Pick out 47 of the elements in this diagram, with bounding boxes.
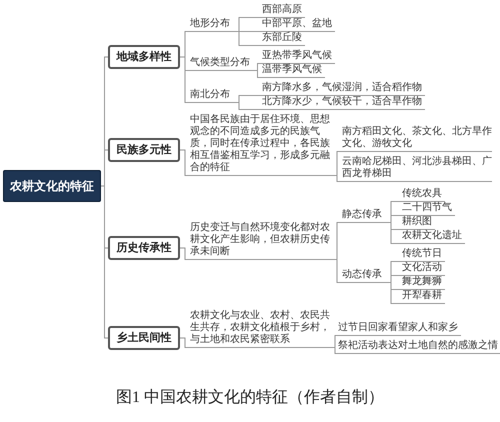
- topic-text: 南方稻田文化、茶文化、北方旱作文化、游牧文化: [342, 126, 492, 152]
- topic-text: 开犁春耕: [402, 290, 445, 304]
- topic-text: 中部平原、盆地: [262, 18, 335, 32]
- topic-text: 耕织图: [402, 216, 435, 230]
- topic-text: 舞龙舞狮: [402, 276, 445, 290]
- topic-text: 传统农具: [402, 188, 445, 202]
- branch-node-box: 民族多元性: [108, 138, 180, 162]
- connector-line: [332, 259, 342, 283]
- topic-text: 文化活动: [402, 262, 445, 276]
- figure-caption: 图1 中国农耕文化的特征（作者自制）: [115, 388, 385, 408]
- connector-line: [384, 282, 402, 304]
- topic-text: 历史变迁与自然环境变化都对农耕文化产生影响，但农耕历史传承未间断: [190, 222, 332, 260]
- topic-text: 亚热带季风气候: [262, 50, 335, 64]
- root-node-box: 农耕文化的特征: [3, 170, 101, 202]
- topic-text: 过节日回家看望家人和家乡: [338, 322, 461, 336]
- topic-text: 南北分布: [190, 89, 233, 103]
- branch-node-box: 地域多样性: [108, 45, 180, 69]
- topic-text: 气候类型分布: [190, 57, 253, 71]
- connector-line: [232, 102, 262, 110]
- connector-line: [232, 31, 262, 46]
- connector-line: [180, 248, 190, 260]
- topic-text: 北方降水少，气候较干，适合旱作物: [262, 96, 425, 110]
- branch-node-box: 乡土民间性: [108, 326, 180, 350]
- topic-text: 农耕文化与农业、农村、农民共生共存，农耕文化植根于乡村，与土地和农民紧密联系: [190, 310, 332, 348]
- topic-text: 祭祀活动表达对土地自然的感激之情: [338, 340, 500, 354]
- topic-text: 地形分布: [190, 18, 233, 32]
- topic-text: 温带季风气候: [262, 64, 325, 78]
- topic-text: 农耕文化遗址: [402, 230, 465, 244]
- topic-text: 东部丘陵: [262, 32, 305, 46]
- connector-line: [332, 175, 342, 182]
- topic-text: 二十四节气: [402, 202, 455, 216]
- connector-line: [252, 70, 262, 78]
- topic-text: 云南哈尼梯田、河北涉县梯田、广西龙脊梯田: [342, 156, 492, 182]
- connector-line: [332, 347, 338, 354]
- connector-line: [180, 338, 190, 348]
- topic-text: 传统节日: [402, 248, 445, 262]
- connector-line: [384, 222, 402, 244]
- topic-text: 南方降水多，气候湿润，适合稻作物: [262, 82, 425, 96]
- connector-line: [180, 56, 190, 103]
- topic-text: 静态传承: [342, 209, 385, 223]
- topic-text: 动态传承: [342, 269, 385, 283]
- branch-node-box: 历史传承性: [108, 236, 180, 260]
- connector-line: [100, 186, 108, 338]
- connector-line: [332, 335, 338, 348]
- topic-text: 西部高原: [262, 4, 305, 18]
- topic-text: 中国各民族由于居住环境、思想观念的不同造成多元的民族气质，同时在传承过程中，各民族相互借鉴相互学习，形成多元融合的特征: [190, 114, 332, 176]
- connector-line: [180, 150, 190, 176]
